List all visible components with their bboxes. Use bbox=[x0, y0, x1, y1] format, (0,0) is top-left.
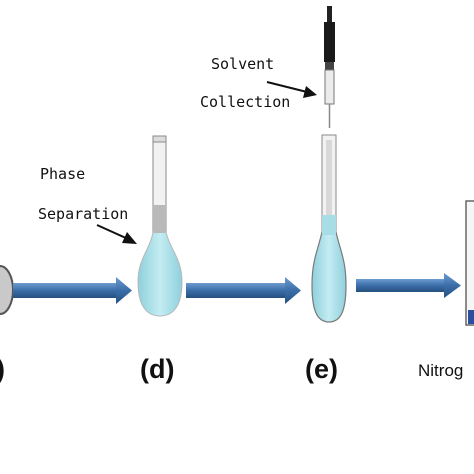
flask-d bbox=[137, 135, 183, 317]
pipette bbox=[324, 6, 335, 128]
nitrogen-vessel-partial bbox=[465, 200, 474, 326]
solvent-collection-pointer bbox=[266, 81, 317, 98]
flask-c-partial bbox=[0, 265, 14, 315]
process-arrow-1 bbox=[13, 277, 132, 304]
solvent-label-line1: Solvent bbox=[211, 55, 274, 73]
step-label-d: (d) bbox=[140, 354, 174, 384]
nitrogen-label: Nitrog bbox=[418, 361, 463, 380]
phase-label-line1: Phase bbox=[40, 165, 85, 183]
flask-e bbox=[311, 134, 347, 323]
solvent-label-line2: Collection bbox=[200, 93, 290, 111]
process-arrow-3 bbox=[356, 273, 461, 298]
phase-separation-pointer bbox=[96, 224, 137, 244]
phase-label-line2: Separation bbox=[38, 205, 128, 223]
step-label-e: (e) bbox=[305, 354, 338, 384]
step-label-c: ) bbox=[0, 354, 5, 384]
process-arrow-2 bbox=[186, 277, 301, 304]
